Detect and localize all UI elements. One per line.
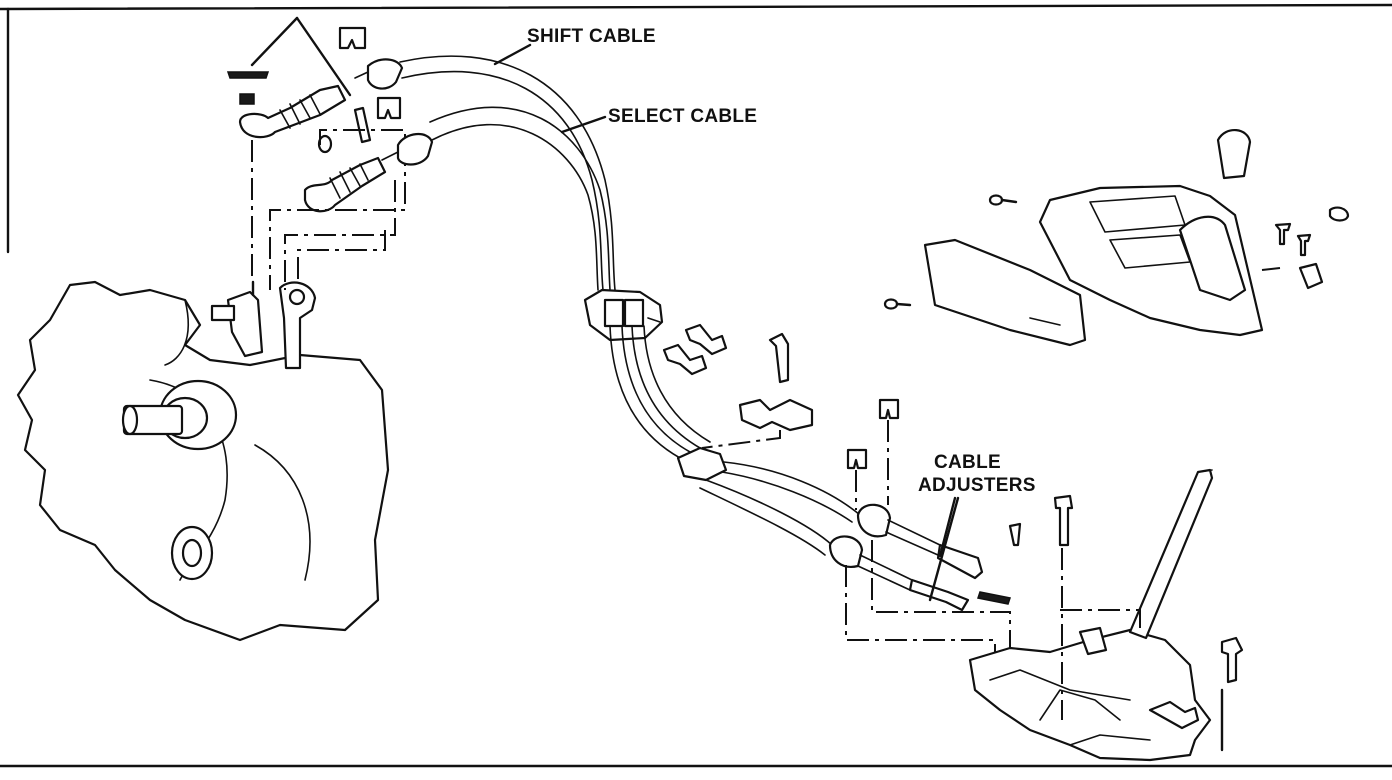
cable-adjusters-label-line1: CABLE — [934, 452, 1001, 473]
select-cable-end — [303, 156, 387, 213]
top-border — [0, 3, 1392, 11]
callout-shift-cable: SHIFT CABLE — [493, 26, 656, 66]
shift-lever — [278, 281, 317, 370]
cable-adjusters — [828, 503, 1022, 660]
cable-adjusters-leader-1 — [938, 496, 957, 558]
select-cable — [381, 106, 611, 291]
callout-cable-adjusters: CABLE ADJUSTERS — [918, 452, 1036, 602]
cable-bracket — [583, 288, 664, 342]
transaxle — [16, 280, 390, 642]
adjuster-clips — [846, 398, 900, 510]
shift-cable-label: SHIFT CABLE — [527, 26, 656, 47]
select-cable-leader — [560, 115, 607, 134]
console — [883, 129, 1350, 347]
shift-cable-end — [238, 84, 347, 139]
shifter-lever — [1128, 468, 1214, 640]
retaining-clip — [338, 26, 367, 50]
cable-adjusters-leader-2 — [928, 496, 960, 602]
shifter-assembly — [968, 468, 1244, 762]
cotter-pin — [226, 71, 270, 79]
shift-knob — [1216, 129, 1252, 180]
cable-end-fittings-upper — [226, 16, 406, 290]
bracket-bolts — [662, 323, 728, 376]
callout-select-cable: SELECT CABLE — [560, 106, 757, 134]
shift-cable — [354, 55, 616, 291]
support-clamp — [701, 332, 814, 449]
console-side-panel — [923, 238, 1087, 347]
select-lever — [226, 290, 264, 358]
shift-cable-leader — [493, 43, 532, 66]
select-cable-label: SELECT CABLE — [608, 106, 757, 127]
cable-adjusters-label-line2: ADJUSTERS — [918, 475, 1036, 496]
